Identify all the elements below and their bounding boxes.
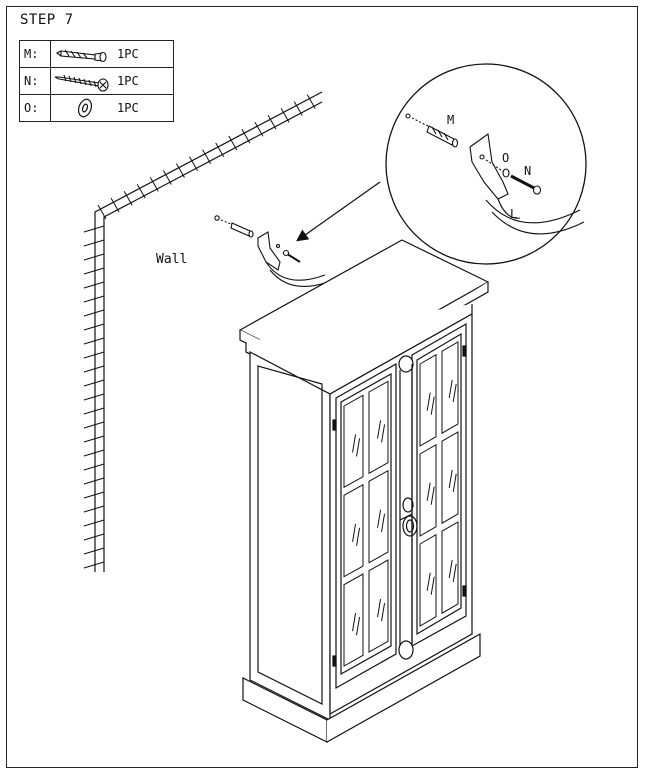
door-hinges (332, 345, 467, 667)
cabinet-side (249, 351, 331, 721)
parts-row-o: O: 1PC (19, 94, 174, 122)
part-qty: 1PC (117, 67, 174, 95)
detail-callout: M O N L (385, 63, 587, 265)
detail-label-l: L (510, 207, 517, 221)
part-qty: 1PC (117, 40, 174, 68)
wall-anchor-icon (50, 40, 117, 68)
step-title: STEP 7 (20, 12, 74, 28)
parts-list: M: 1PC N: (19, 40, 174, 122)
left-door (335, 362, 397, 690)
part-qty: 1PC (117, 94, 174, 122)
glass-panes (343, 341, 459, 667)
detail-label-m: M (447, 113, 454, 127)
parts-row-m: M: 1PC (19, 40, 174, 68)
washer-icon (50, 94, 117, 122)
diagram-frame (6, 6, 638, 768)
wall-hatching (83, 94, 316, 569)
part-letter: O: (19, 94, 51, 122)
door-center-pillar (398, 355, 414, 660)
detail-label-o: O (502, 151, 509, 165)
wall-bracket-small (214, 215, 329, 287)
parts-row-n: N: 1PC (19, 67, 174, 95)
wall-outline (94, 91, 323, 572)
cabinet (238, 239, 490, 743)
detail-arrow (296, 181, 381, 242)
detail-label-n: N (524, 164, 531, 178)
screw-icon (50, 67, 117, 95)
wall-label: Wall (156, 252, 187, 267)
ring-pull (402, 497, 418, 537)
part-letter: M: (19, 40, 51, 68)
